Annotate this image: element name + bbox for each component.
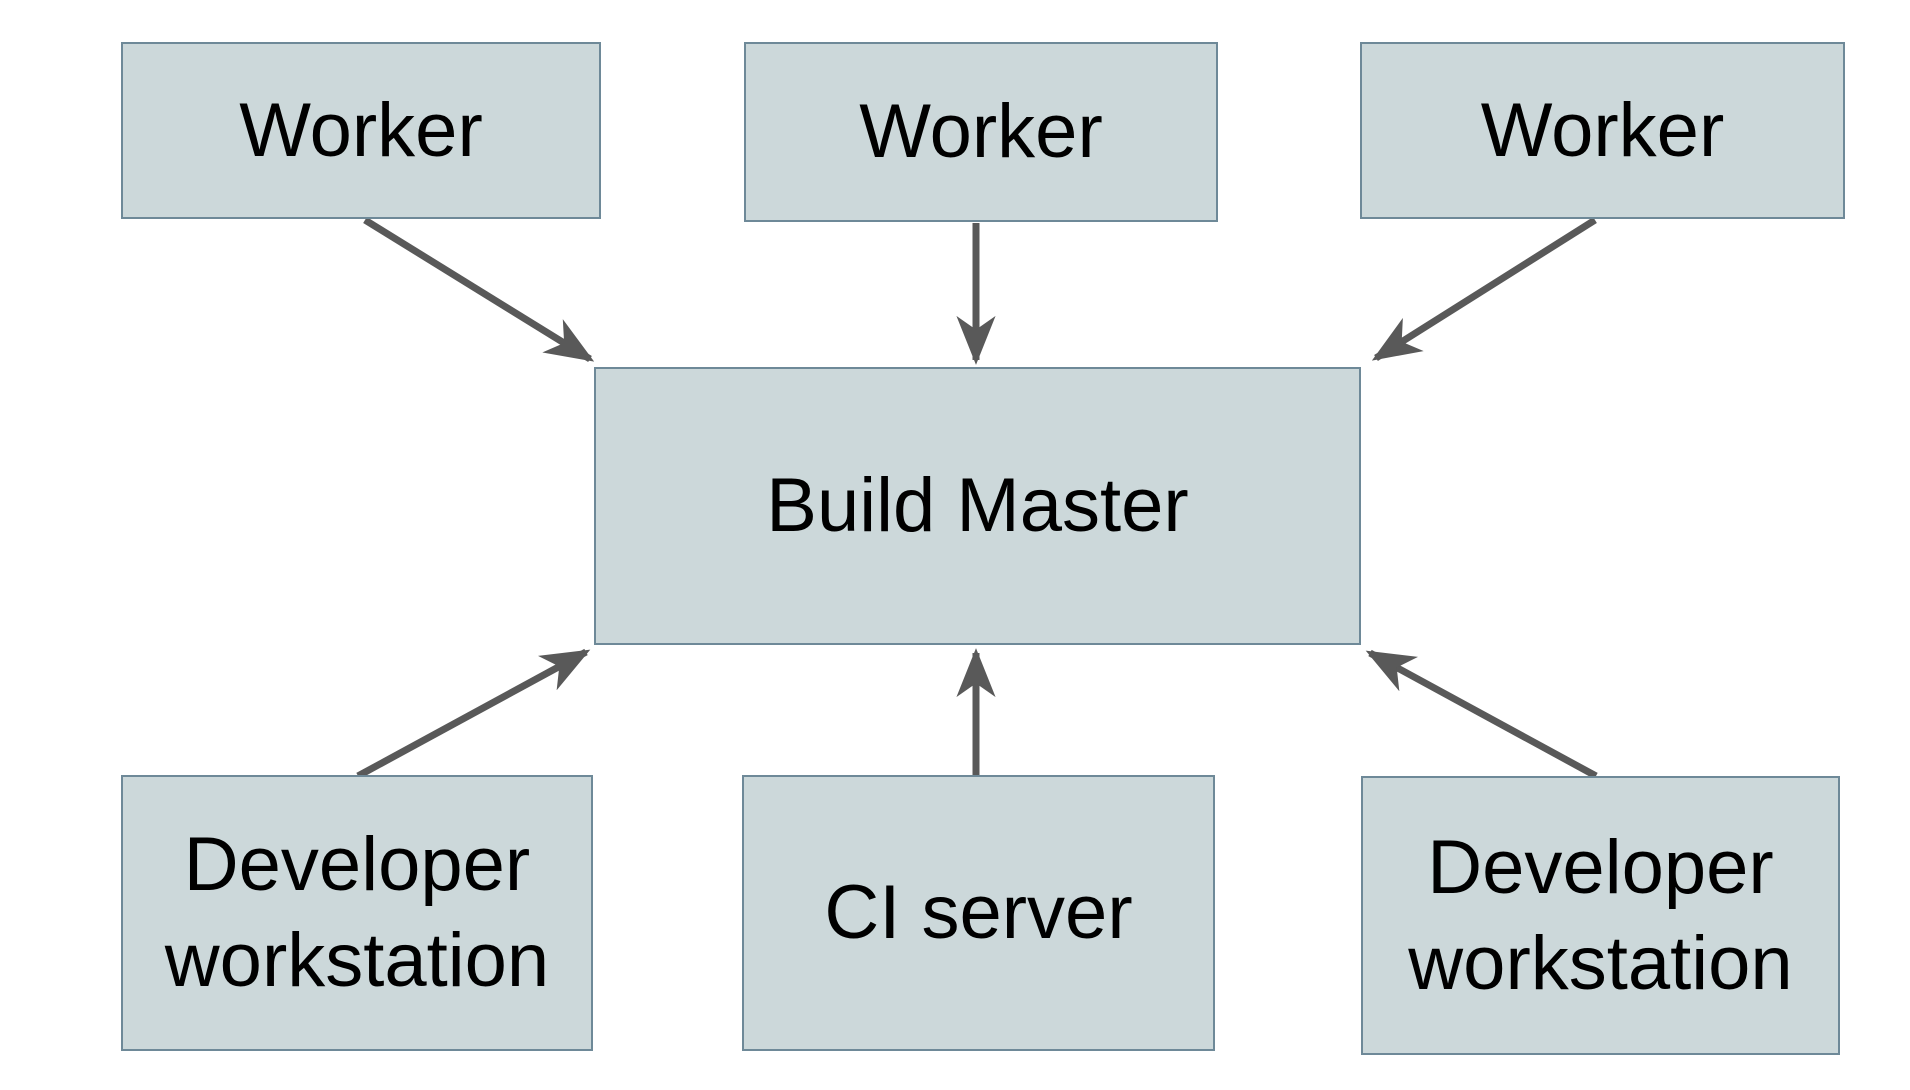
arrow-developer-workstation-2-to-build-master	[1365, 649, 1598, 780]
node-label: Build Master	[766, 463, 1189, 549]
arrow-developer-workstation-1-to-build-master	[356, 648, 591, 780]
node-label: Developer workstation	[164, 822, 550, 1003]
node-build-master: Build Master	[594, 367, 1361, 645]
node-developer-workstation-2: Developer workstation	[1361, 776, 1840, 1055]
node-worker-1: Worker	[121, 42, 601, 219]
node-label: CI server	[824, 870, 1133, 956]
node-worker-3: Worker	[1360, 42, 1845, 219]
node-label: Worker	[239, 87, 483, 173]
node-worker-2: Worker	[744, 42, 1218, 222]
node-label: Worker	[1480, 87, 1725, 173]
node-label: Developer workstation	[1408, 824, 1793, 1006]
node-label: Worker	[859, 89, 1103, 175]
arrow-worker-1-to-build-master	[363, 217, 595, 362]
node-ci-server: CI server	[742, 775, 1215, 1051]
node-developer-workstation-1: Developer workstation	[121, 775, 593, 1051]
arrow-worker-3-to-build-master	[1371, 217, 1597, 361]
